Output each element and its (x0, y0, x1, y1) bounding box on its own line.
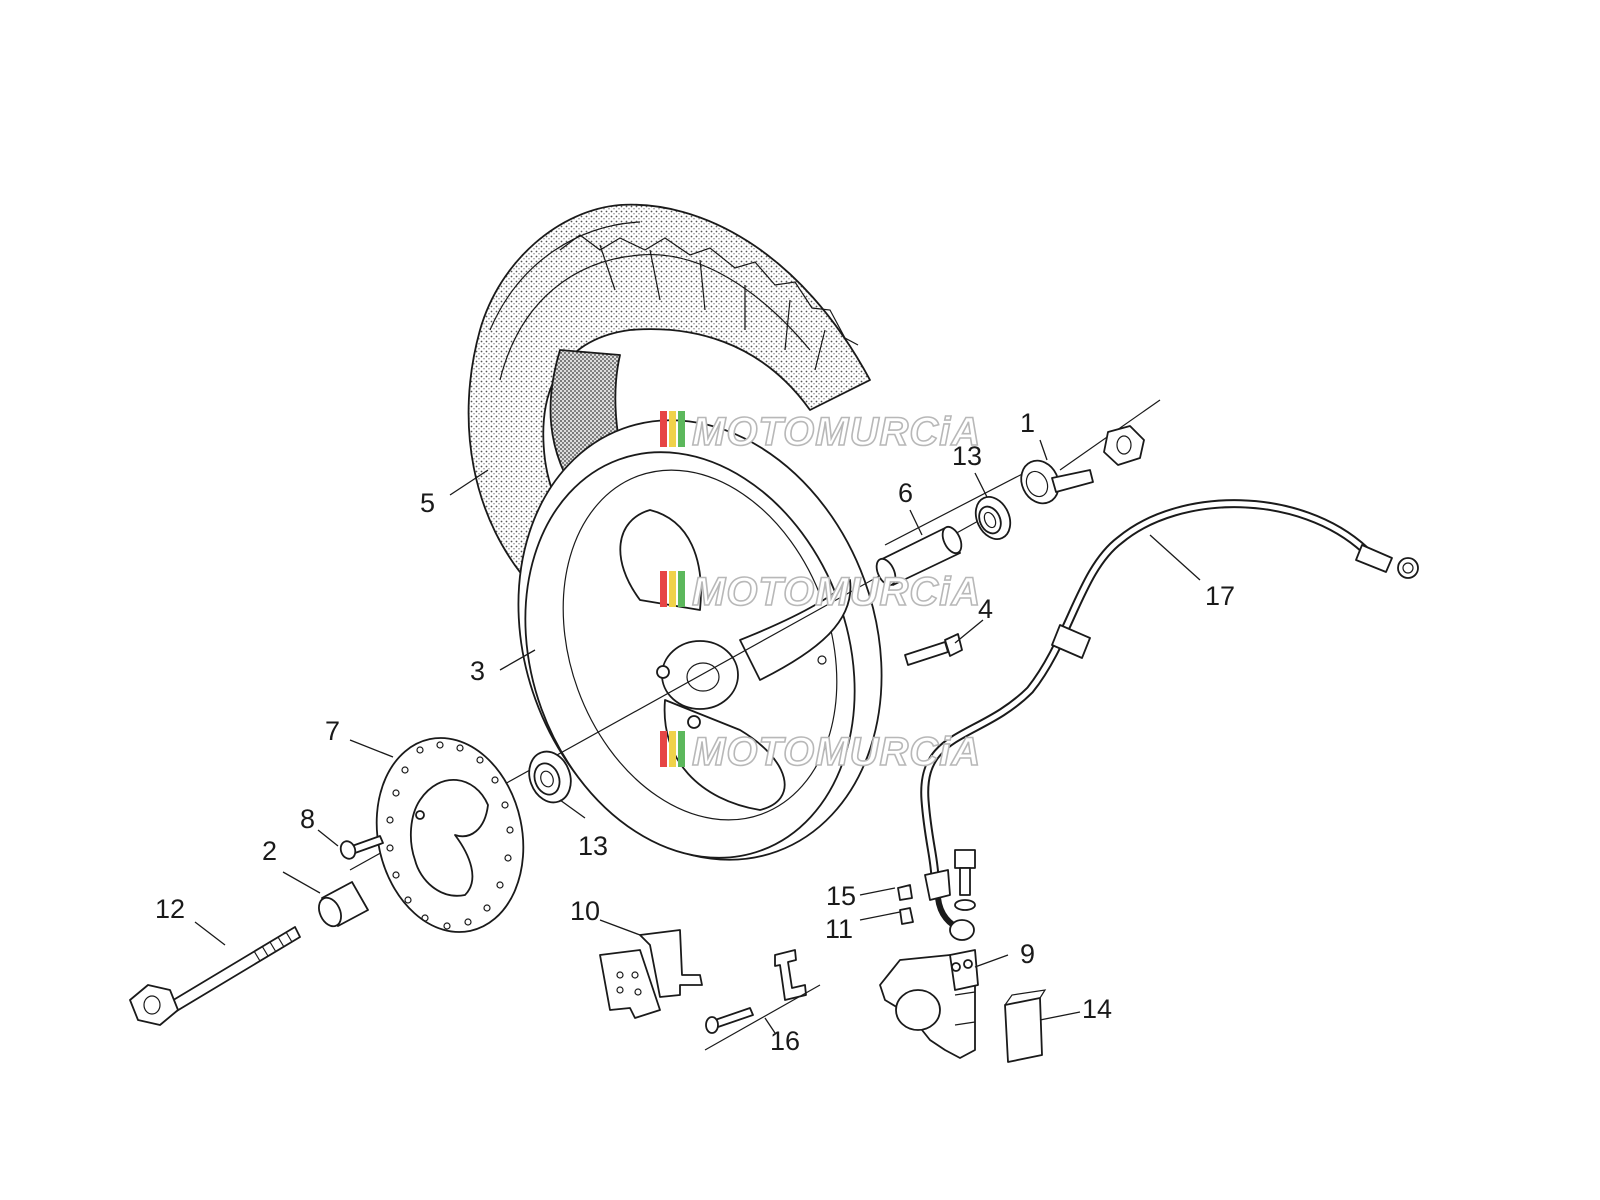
callout-12: 12 (155, 894, 185, 924)
watermark-3: MOTOMURCiA (660, 729, 981, 775)
svg-text:MOTOMURCiA: MOTOMURCiA (692, 570, 981, 614)
leader-lines (194, 439, 1201, 1034)
callout-4: 4 (978, 594, 993, 624)
tyre-valve (904, 633, 963, 666)
callout-13-top: 13 (952, 441, 982, 471)
watermark-2: MOTOMURCiA (660, 569, 981, 615)
wheel-axle (129, 926, 301, 1026)
svg-text:MOTOMURCiA: MOTOMURCiA (692, 730, 981, 774)
callout-2: 2 (262, 836, 277, 866)
pad-pin-kit (704, 949, 821, 1051)
speedometer-drive (1020, 459, 1094, 505)
pad-spring (1004, 989, 1047, 1063)
callout-1: 1 (1020, 408, 1035, 438)
svg-text:MOTOMURCiA: MOTOMURCiA (692, 410, 981, 454)
banjo-bolt (954, 849, 976, 911)
callout-5: 5 (420, 488, 435, 518)
callout-labels: 1 13 6 5 17 4 3 7 8 13 2 12 10 15 11 9 1… (155, 408, 1235, 1056)
callout-9: 9 (1020, 939, 1035, 969)
callout-6: 6 (898, 478, 913, 508)
callout-14: 14 (1082, 994, 1112, 1024)
bearing-top (974, 496, 1012, 540)
callout-13-bottom: 13 (578, 831, 608, 861)
watermark-1: MOTOMURCiA (660, 409, 981, 455)
callout-16: 16 (770, 1026, 800, 1056)
callout-7: 7 (325, 716, 340, 746)
brake-caliper (879, 949, 979, 1059)
callout-11: 11 (825, 914, 853, 944)
wheel-rim (517, 419, 883, 861)
callout-15: 15 (826, 881, 856, 911)
callout-8: 8 (300, 804, 315, 834)
spacer-tube (875, 525, 963, 587)
brake-hose (920, 499, 1419, 941)
bearing-bottom (528, 750, 572, 804)
disc-holes (386, 741, 514, 930)
callout-3: 3 (470, 656, 485, 686)
axle-nut-top (1103, 425, 1145, 466)
callout-17: 17 (1205, 581, 1235, 611)
callout-10: 10 (570, 896, 600, 926)
brake-disc (375, 737, 525, 933)
disc-screw (339, 835, 384, 860)
bleed-valve (897, 884, 914, 925)
spacer-left (318, 881, 369, 928)
brake-pads (599, 929, 703, 1019)
